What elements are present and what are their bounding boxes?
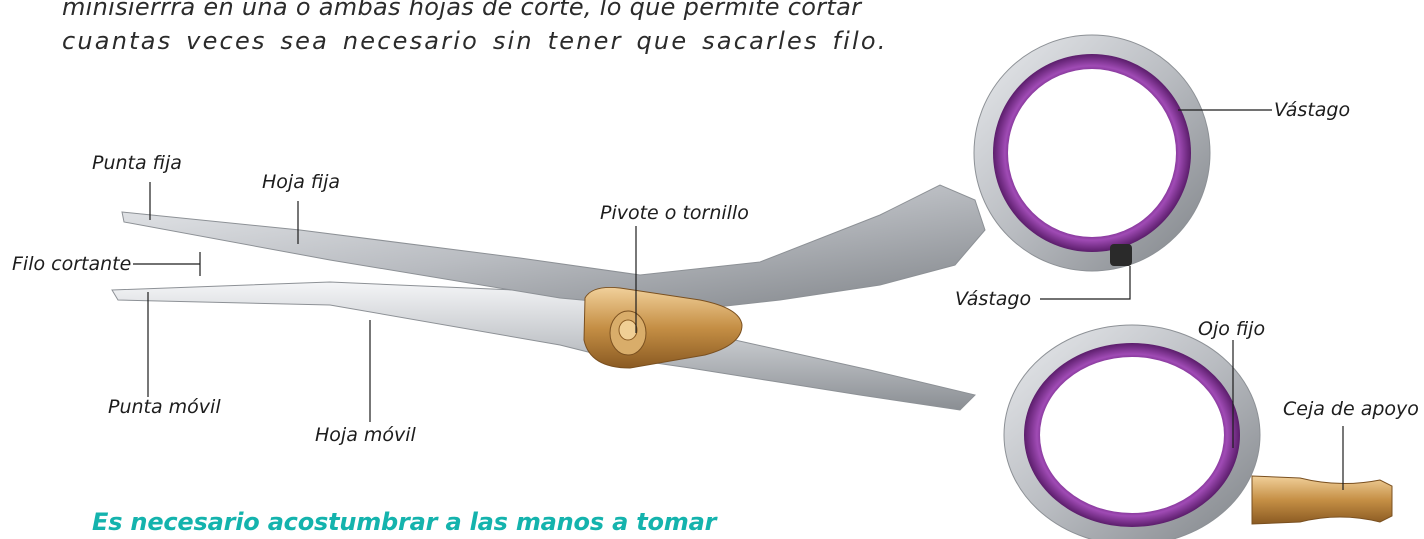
bottom-ring-handle — [1003, 324, 1261, 539]
label-filo-cortante: Filo cortante — [12, 253, 132, 275]
finger-rest-tang — [1251, 475, 1393, 525]
label-ojo-fijo: Ojo fijo — [1198, 318, 1266, 340]
moving-blade — [111, 281, 976, 411]
tagline: Es necesario acostumbrar a las manos a t… — [92, 508, 717, 536]
finger-rest-knob — [1110, 244, 1132, 266]
label-pivote: Pivote o tornillo — [600, 202, 749, 224]
top-ring-handle — [973, 34, 1211, 272]
fixed-blade — [121, 184, 986, 311]
label-vastago-bottom: Vástago — [955, 288, 1032, 310]
label-hoja-movil: Hoja móvil — [315, 424, 416, 446]
label-hoja-fija: Hoja fija — [262, 171, 341, 193]
intro-line-1: minisierrra en una o ambas hojas de cort… — [62, 0, 862, 21]
label-vastago-top: Vástago — [1274, 99, 1351, 121]
label-punta-movil: Punta móvil — [108, 396, 221, 418]
leader-lines — [133, 109, 1344, 490]
intro-line-2: cuantas veces sea necesario sin tener qu… — [62, 27, 888, 55]
pivot-plate — [583, 287, 743, 369]
label-punta-fija: Punta fija — [92, 152, 182, 174]
label-ceja-de-apoyo: Ceja de apoyo — [1283, 398, 1419, 420]
intro-text: minisierrra en una o ambas hojas de cort… — [62, 0, 888, 58]
